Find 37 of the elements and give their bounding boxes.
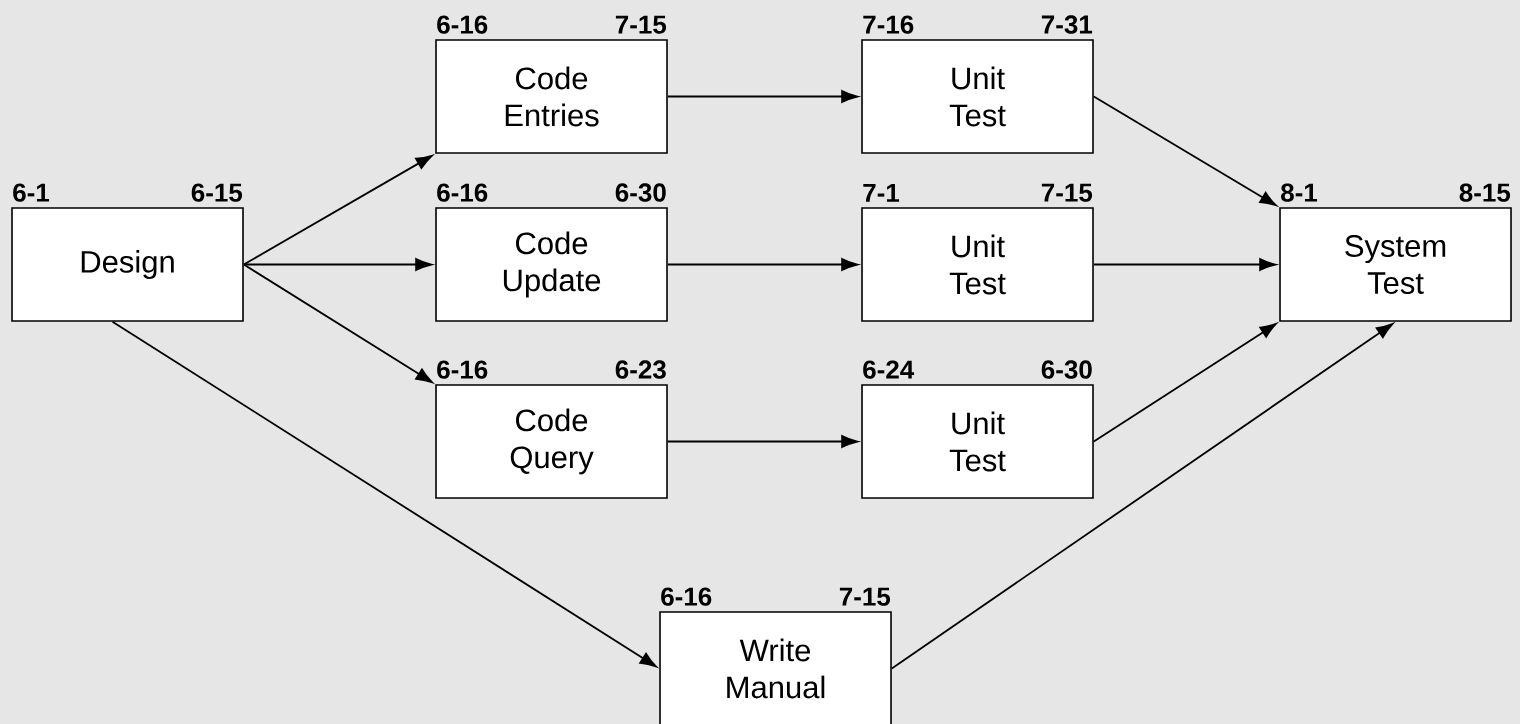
arrow bbox=[666, 435, 859, 448]
date-label: 6-30 bbox=[615, 183, 666, 202]
arrow bbox=[242, 154, 433, 266]
date-label: 6-24 bbox=[863, 360, 915, 379]
process-box: Code Update bbox=[435, 207, 668, 322]
date-label: 6-15 bbox=[191, 183, 243, 202]
date-label: 6-16 bbox=[437, 183, 488, 202]
date-label: 7-15 bbox=[615, 15, 667, 34]
date-label: 6-16 bbox=[437, 360, 488, 379]
process-box: Unit Test bbox=[861, 207, 1094, 322]
arrow bbox=[242, 263, 433, 383]
date-label: 6-16 bbox=[661, 587, 712, 606]
process-box: Unit Test bbox=[861, 384, 1094, 499]
date-label: 7-15 bbox=[839, 587, 891, 606]
date-label: 7-31 bbox=[1041, 15, 1093, 34]
process-box: Design bbox=[11, 207, 244, 322]
process-box: System Test bbox=[1279, 207, 1512, 322]
process-box: Write Manual bbox=[659, 611, 892, 724]
process-box: Unit Test bbox=[861, 39, 1094, 154]
process-box: Code Query bbox=[435, 384, 668, 499]
arrow bbox=[1092, 323, 1277, 443]
date-label: 6-1 bbox=[13, 183, 50, 202]
date-label: 7-15 bbox=[1041, 183, 1093, 202]
arrow bbox=[890, 323, 1394, 670]
date-label: 8-1 bbox=[1281, 183, 1318, 202]
arrow bbox=[666, 258, 859, 271]
date-label: 8-15 bbox=[1459, 183, 1511, 202]
date-label: 7-1 bbox=[863, 183, 900, 202]
date-label: 6-16 bbox=[437, 15, 488, 34]
arrow bbox=[111, 320, 657, 668]
date-label: 7-16 bbox=[863, 15, 914, 34]
arrow bbox=[666, 90, 859, 103]
arrow bbox=[1092, 258, 1277, 271]
arrow bbox=[1092, 95, 1277, 207]
date-label: 6-30 bbox=[1041, 360, 1092, 379]
process-box: Code Entries bbox=[435, 39, 668, 154]
date-label: 6-23 bbox=[615, 360, 666, 379]
